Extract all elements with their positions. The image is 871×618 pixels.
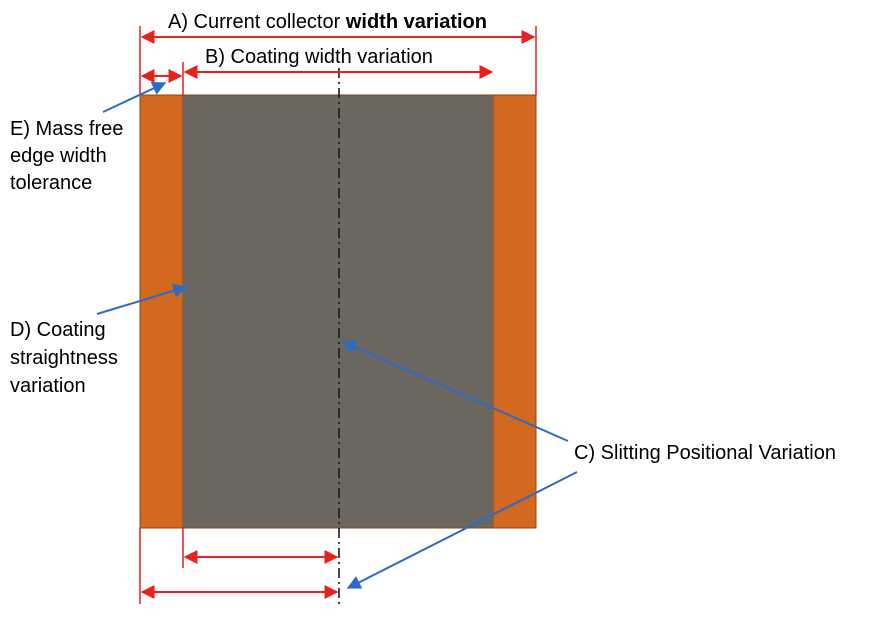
current-collector-right-edge [492,94,537,529]
label-a: A) Current collector width variation [168,11,487,33]
label-d-line1: D) Coating [10,319,106,341]
label-c: C) Slitting Positional Variation [574,442,836,464]
pointer-arrow-c-upper [341,340,569,442]
pointer-arrow-c-lower [346,471,578,589]
label-d-line2: straightness [10,347,118,369]
label-d-line3: variation [10,375,86,397]
label-a-strong: width variation [345,11,487,33]
electrode-outline [139,94,537,529]
label-e-line2: edge width [10,145,107,167]
label-b: B) Coating width variation [205,46,433,68]
label-e-line3: tolerance [10,172,92,194]
label-e-line1: E) Mass free [10,118,123,140]
pointer-arrow-e [102,81,167,113]
pointer-arrow-d [96,283,188,315]
coating-area [183,95,493,528]
current-collector-left-edge [139,94,184,529]
label-a-prefix: A) Current collector [168,11,346,33]
